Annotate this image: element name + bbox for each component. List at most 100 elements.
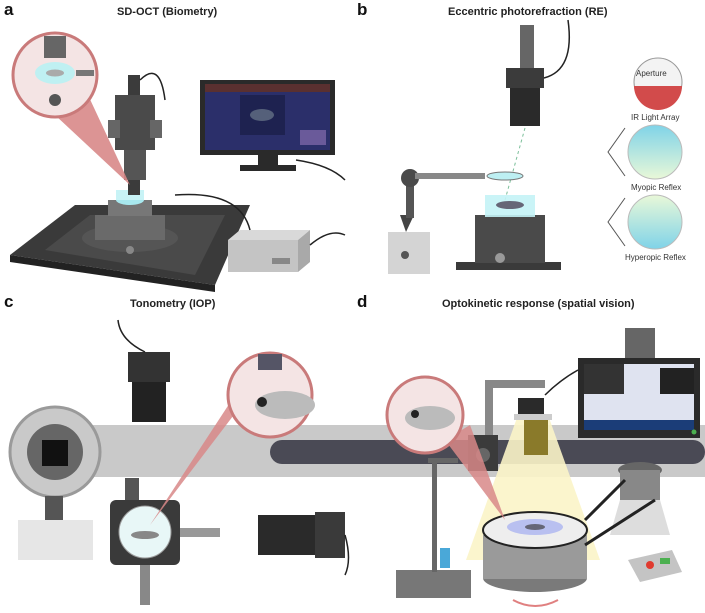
re-beam-splitter (486, 171, 524, 181)
tono-support-post (45, 496, 63, 526)
oct-inset-knob (49, 94, 61, 106)
re-camera-lens (510, 88, 540, 126)
tono-inset-fish (255, 391, 315, 419)
re-light-path (504, 127, 526, 201)
oct-monitor-toolbar (205, 84, 330, 92)
tono-side-cable (344, 534, 350, 576)
re-camera-body (506, 68, 544, 88)
okr-zoom-wedge (445, 425, 505, 520)
oct-inset-fish (46, 69, 64, 77)
tono-support-base (18, 520, 93, 560)
okr-camera-ring (514, 414, 552, 420)
okr-rotation-arrow (512, 599, 559, 607)
re-stage-knob (495, 253, 505, 263)
oct-head-knob-left (108, 120, 120, 138)
re-base-switch (401, 251, 409, 259)
okr-monitor-taskbar (584, 420, 694, 430)
tono-camera-lens (132, 382, 166, 422)
oct-inset-objective (44, 36, 66, 58)
okr-stand-base (396, 570, 471, 598)
oct-cable-top (139, 72, 166, 101)
okr-monitor-camera-view (660, 368, 694, 394)
hyperopic-reflex-label: Hyperopic Reflex (625, 253, 686, 262)
tono-side-camera-lens (258, 515, 316, 555)
tono-camera-body (128, 352, 170, 382)
okr-frame-post (485, 380, 493, 440)
okr-controller-red-button (646, 561, 654, 569)
re-stage-block (475, 215, 545, 263)
oct-base-edge (10, 255, 215, 292)
panel-c-title: Tonometry (IOP) (130, 298, 216, 310)
re-stand-clamp (401, 169, 419, 187)
re-camera-arm (520, 25, 534, 70)
oct-inset-screw (76, 70, 94, 76)
oct-box-label (272, 258, 290, 264)
myopic-reflex-disk (627, 124, 683, 180)
oct-stage-knob (126, 246, 134, 254)
tono-side-camera-body (315, 512, 345, 558)
tono-stage-rod (140, 565, 150, 605)
panel-b-title: Eccentric photorefraction (RE) (448, 6, 608, 18)
tono-inset-fish-eye (257, 397, 267, 407)
oct-head-knob-right (150, 120, 162, 138)
re-magnetic-base (388, 232, 430, 274)
oct-box-cable (174, 193, 251, 231)
okr-monitor-mount (625, 328, 655, 360)
okr-stand-vial (440, 548, 450, 568)
ir-light-array (634, 86, 682, 110)
okr-monitor-grating (584, 364, 624, 394)
okr-motor-body (620, 470, 660, 500)
re-fish (496, 201, 524, 209)
hyperopic-bracket (607, 197, 626, 247)
oct-box-cable-2 (309, 232, 346, 246)
panel-d-letter: d (357, 292, 368, 311)
tono-hub-window (42, 440, 68, 466)
okr-controller-top (628, 550, 682, 582)
re-stand-post (400, 215, 414, 232)
okr-inset-fish-eye (411, 410, 419, 418)
okr-camera-arm (485, 380, 545, 388)
oct-monitor-foot (240, 165, 296, 171)
okr-monitor-cable (544, 369, 579, 396)
tono-fish (131, 531, 159, 539)
oct-stage-top (108, 200, 152, 216)
re-mirror-arm (415, 173, 485, 179)
okr-drive-belt (583, 478, 656, 547)
oct-monitor-neck (258, 155, 278, 167)
okr-monitor-led (691, 429, 697, 435)
oct-box-side (298, 230, 310, 272)
panel-b-letter: b (357, 0, 368, 19)
okr-fish (525, 524, 545, 530)
myopic-bracket (607, 127, 626, 177)
tono-camera-cable (117, 319, 146, 353)
okr-stand-rod (432, 462, 437, 572)
oct-monitor-cable (295, 159, 346, 181)
panel-a-letter: a (4, 0, 14, 19)
re-camera-cable (543, 19, 570, 79)
panel-c-letter: c (4, 292, 14, 311)
re-stand-rod (406, 180, 414, 218)
oct-monitor-eye-image (250, 109, 274, 121)
myopic-reflex-label: Myopic Reflex (631, 183, 682, 192)
ir-light-array-label: IR Light Array (631, 113, 680, 122)
panel-d-title: Optokinetic response (spatial vision) (442, 298, 635, 310)
okr-stand-arm (428, 458, 458, 463)
oct-box-top (228, 230, 310, 240)
tono-inset-probe (258, 354, 282, 370)
okr-motor-cone (610, 500, 670, 535)
oct-scan-head (115, 95, 155, 150)
aperture-label: Aperture (636, 69, 667, 78)
okr-camera-body (518, 398, 544, 416)
re-stage-base (456, 262, 561, 270)
oct-monitor-thumbnail (300, 130, 326, 145)
oct-zoom-wedge (55, 95, 130, 185)
hyperopic-reflex-disk (627, 194, 683, 250)
tono-micrometer (180, 528, 220, 537)
okr-camera-lens (524, 420, 548, 455)
okr-controller-green-button (660, 558, 670, 564)
oct-objective (124, 150, 146, 180)
oct-xy-stage (95, 215, 165, 240)
